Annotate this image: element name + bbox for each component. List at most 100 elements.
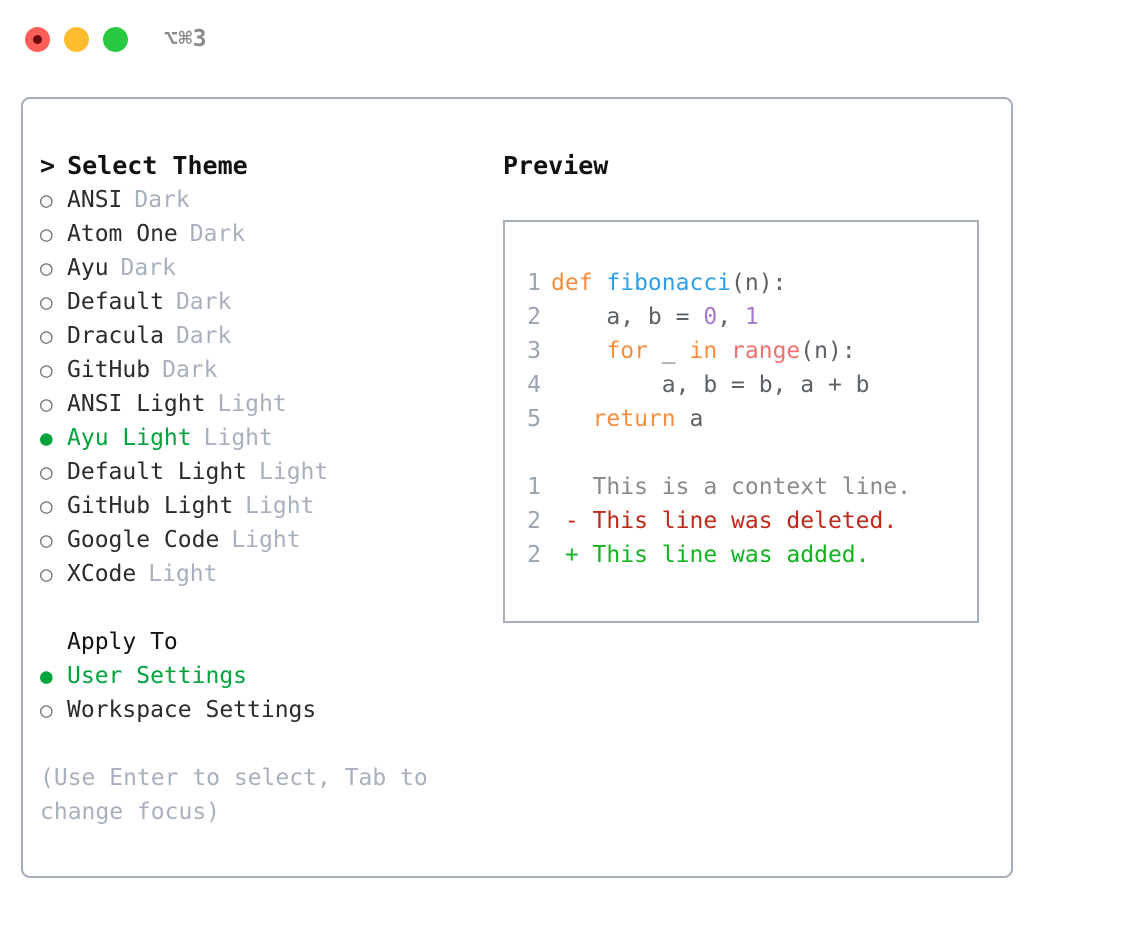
caret-icon: > bbox=[40, 151, 56, 180]
radio-unselected-icon: ○ bbox=[40, 256, 53, 280]
close-button-icon[interactable] bbox=[25, 26, 50, 52]
theme-option-variant: Light bbox=[217, 391, 287, 417]
apply-to-option-label: User Settings bbox=[67, 663, 248, 689]
theme-option-github-light[interactable]: ○ GitHub Light Light bbox=[40, 489, 503, 523]
code-token-plain bbox=[551, 406, 593, 432]
code-line-number: 2 bbox=[527, 304, 541, 330]
theme-option-google-code[interactable]: ○ Google Code Light bbox=[40, 523, 503, 557]
code-token-number: 0 bbox=[703, 304, 718, 330]
code-line: 3 for _ in range(n): bbox=[505, 334, 977, 368]
code-line-number: 3 bbox=[527, 338, 541, 364]
diff-line-added: 2 + This line was added. bbox=[505, 538, 977, 572]
code-line-number: 4 bbox=[527, 372, 541, 398]
traffic-lights bbox=[25, 26, 128, 52]
code-line-text: a, b = b, a + b bbox=[551, 368, 870, 402]
theme-option-variant: Dark bbox=[120, 255, 176, 281]
radio-unselected-icon: ○ bbox=[40, 188, 53, 212]
theme-option-label: XCode bbox=[67, 561, 137, 587]
code-diff-separator bbox=[505, 436, 977, 470]
code-token-keyword: return bbox=[592, 406, 676, 432]
theme-option-variant: Dark bbox=[175, 289, 232, 315]
code-token-keyword: for bbox=[606, 338, 648, 364]
theme-option-label: Dracula bbox=[67, 323, 164, 349]
code-token-plain: a, b = bbox=[551, 304, 704, 330]
radio-selected-icon: ● bbox=[40, 426, 53, 450]
theme-option-label: Default Light bbox=[67, 459, 248, 485]
apply-to-option-workspace-settings[interactable]: ○ Workspace Settings bbox=[40, 693, 503, 727]
theme-option-default[interactable]: ○ Default Dark bbox=[40, 285, 503, 319]
theme-option-variant: Light bbox=[231, 527, 301, 553]
theme-option-github[interactable]: ○ GitHub Dark bbox=[40, 353, 503, 387]
select-theme-heading: > Select Theme bbox=[40, 149, 503, 183]
theme-option-label: Google Code bbox=[67, 527, 220, 553]
select-theme-heading-label: Select Theme bbox=[67, 151, 248, 180]
diff-line-number: 1 bbox=[527, 474, 541, 500]
radio-unselected-icon: ○ bbox=[40, 528, 53, 552]
diff-line-text: This is a context line. bbox=[551, 474, 912, 500]
radio-unselected-icon: ○ bbox=[40, 324, 53, 348]
code-line-text: a, b = 0, 1 bbox=[551, 300, 758, 334]
apply-to-list: ● User Settings ○ Workspace Settings bbox=[40, 659, 503, 727]
theme-option-variant: Dark bbox=[175, 323, 232, 349]
apply-to-heading: Apply To bbox=[40, 625, 503, 659]
apply-to-option-label: Workspace Settings bbox=[67, 697, 317, 723]
maximize-button-icon[interactable] bbox=[103, 26, 128, 52]
theme-option-atom-one[interactable]: ○ Atom One Dark bbox=[40, 217, 503, 251]
theme-option-variant: Light bbox=[245, 493, 315, 519]
theme-option-label: Atom One bbox=[67, 221, 178, 247]
code-token-plain: _ bbox=[647, 338, 690, 364]
code-token-plain bbox=[717, 338, 731, 364]
code-token-punct: (n): bbox=[731, 270, 787, 296]
code-line-text: return a bbox=[551, 402, 704, 436]
theme-option-label: ANSI Light bbox=[67, 391, 206, 417]
code-token-punct: (n): bbox=[800, 338, 856, 364]
theme-option-default-light[interactable]: ○ Default Light Light bbox=[40, 455, 503, 489]
code-token-plain: a bbox=[675, 406, 704, 432]
diff-line-text: - This line was deleted. bbox=[551, 508, 898, 534]
code-token-function: fibonacci bbox=[606, 270, 732, 296]
theme-option-label: Default bbox=[67, 289, 164, 315]
code-line-text: for _ in range(n): bbox=[551, 334, 856, 368]
apply-to-option-user-settings[interactable]: ● User Settings bbox=[40, 659, 503, 693]
radio-unselected-icon: ○ bbox=[40, 698, 53, 722]
theme-option-label: Ayu bbox=[67, 255, 109, 281]
title-bar: ⌥⌘3 bbox=[0, 0, 1140, 78]
theme-option-variant: Light bbox=[259, 459, 329, 485]
theme-option-variant: Dark bbox=[162, 357, 218, 383]
diff-line-text: + This line was added. bbox=[551, 542, 870, 568]
theme-option-variant: Light bbox=[148, 561, 218, 587]
theme-option-label: GitHub Light bbox=[67, 493, 234, 519]
theme-option-dracula[interactable]: ○ Dracula Dark bbox=[40, 319, 503, 353]
code-token-plain: a, b = b, a + b bbox=[551, 372, 870, 398]
diff-sample: 1 This is a context line. 2 - This line w… bbox=[505, 470, 977, 572]
radio-selected-icon: ● bbox=[40, 664, 53, 688]
radio-unselected-icon: ○ bbox=[40, 358, 53, 382]
code-token-punct: , bbox=[717, 304, 745, 330]
radio-unselected-icon: ○ bbox=[40, 562, 53, 586]
code-line: 5 return a bbox=[505, 402, 977, 436]
radio-unselected-icon: ○ bbox=[40, 290, 53, 314]
theme-option-label: GitHub bbox=[67, 357, 151, 383]
keyboard-hint: (Use Enter to select, Tab to change focu… bbox=[40, 765, 442, 825]
radio-unselected-icon: ○ bbox=[40, 494, 53, 518]
diff-line-deleted: 2 - This line was deleted. bbox=[505, 504, 977, 538]
theme-option-ayu[interactable]: ○ Ayu Dark bbox=[40, 251, 503, 285]
code-token-keyword: in bbox=[689, 338, 718, 364]
theme-option-variant: Light bbox=[203, 425, 273, 451]
theme-option-xcode[interactable]: ○ XCode Light bbox=[40, 557, 503, 591]
radio-unselected-icon: ○ bbox=[40, 460, 53, 484]
theme-option-variant: Dark bbox=[134, 187, 190, 213]
radio-unselected-icon: ○ bbox=[40, 222, 53, 246]
diff-line-number: 2 bbox=[527, 542, 541, 568]
minimize-button-icon[interactable] bbox=[64, 26, 89, 52]
preview-heading: Preview bbox=[503, 151, 609, 180]
theme-option-variant: Dark bbox=[189, 221, 246, 247]
